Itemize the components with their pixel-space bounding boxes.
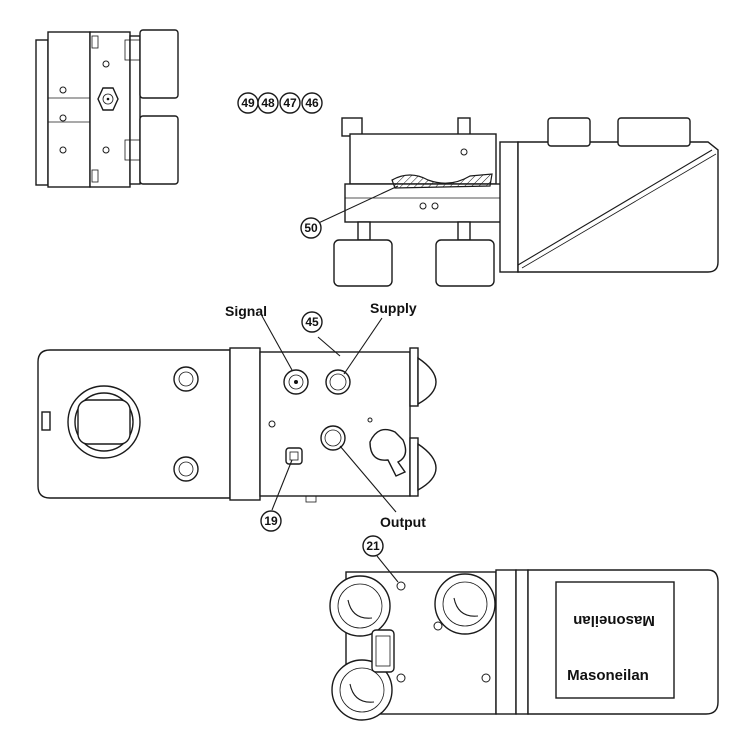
leader-19: [271, 459, 293, 511]
leader-signal: [261, 315, 293, 371]
leader-50: [311, 185, 399, 227]
output-port: [320, 425, 346, 451]
svg-text:19: 19: [264, 514, 278, 528]
nameplate: [555, 581, 675, 699]
lower-manifold-block: [344, 183, 506, 223]
left-gauge-housing: [333, 239, 393, 287]
svg-text:21: 21: [366, 539, 380, 553]
callout-48: 48: [257, 92, 279, 114]
port-19: [285, 447, 303, 465]
supply-port: [325, 369, 351, 395]
callout-46: 46: [301, 92, 323, 114]
end-view-left-flange: [35, 39, 49, 186]
callout-47: 47: [279, 92, 301, 114]
callout-21: 21: [362, 535, 384, 557]
gauge-icon: [331, 659, 393, 721]
brand-text-mirrored: Masoneilan: [573, 612, 655, 629]
gauge-icon: [329, 575, 391, 637]
svg-text:46: 46: [305, 96, 319, 110]
bottom-view-assembly: [329, 555, 719, 721]
svg-text:47: 47: [283, 96, 297, 110]
svg-text:48: 48: [261, 96, 275, 110]
callout-49: 49: [237, 92, 259, 114]
callout-45: 45: [301, 311, 323, 333]
output-label: Output: [380, 514, 426, 530]
svg-text:50: 50: [304, 221, 318, 235]
side-view-assembly: [311, 117, 719, 287]
leader-supply: [343, 317, 383, 375]
svg-text:45: 45: [305, 315, 319, 329]
cover-flange: [499, 141, 519, 273]
end-view-lower-box: [139, 115, 179, 185]
callout-50: 50: [300, 217, 322, 239]
callout-19: 19: [260, 510, 282, 532]
end-view-upper-box: [139, 29, 179, 99]
right-gauge-housing: [435, 239, 495, 287]
signal-label: Signal: [225, 303, 267, 319]
top-view-assembly: [37, 315, 437, 513]
end-view-assembly: [35, 29, 179, 188]
supply-label: Supply: [370, 300, 417, 316]
window-glass: [77, 399, 131, 445]
cover-body: [517, 141, 719, 273]
end-view-right-flange: [129, 35, 141, 185]
end-view-left-block: [47, 31, 91, 188]
hatched-section: [391, 173, 493, 189]
middle-flange: [229, 347, 261, 501]
leader-output: [339, 445, 397, 513]
svg-text:49: 49: [241, 96, 255, 110]
leader-45: [317, 336, 341, 357]
gauge-icon: [434, 573, 496, 635]
spring-clip: [369, 428, 407, 477]
brand-text: Masoneilan: [567, 667, 649, 684]
filter-housing: [371, 629, 395, 673]
leader-21: [376, 555, 399, 583]
